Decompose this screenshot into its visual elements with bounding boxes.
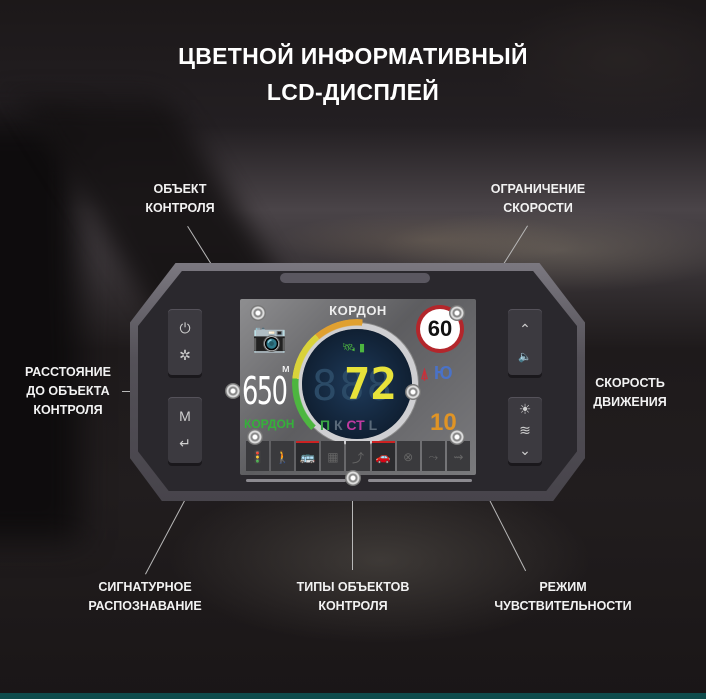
callout-text: ДО ОБЪЕКТА: [26, 384, 110, 398]
marker-signature: [247, 429, 263, 445]
distance-value: 650: [242, 369, 288, 413]
title-line-2: LCD-ДИСПЛЕЙ: [266, 79, 440, 105]
callout-text: ОБЪЕКТ: [153, 182, 207, 196]
callout-text: КОНТРОЛЯ: [145, 201, 215, 215]
mode-indicators: П К СТ L: [320, 417, 377, 433]
mode-l: L: [368, 417, 378, 433]
chevron-down-icon: ⌄: [519, 442, 531, 459]
chevron-up-icon: ⌃: [519, 321, 531, 337]
callout-signature: СИГНАТУРНОЕ РАСПОЗНАВАНИЕ: [80, 578, 210, 616]
bottom-bar-right: [368, 479, 472, 482]
callout-text: ДВИЖЕНИЯ: [593, 395, 667, 409]
callout-text: КОНТРОЛЯ: [318, 599, 388, 613]
enter-icon: ↵: [179, 435, 191, 451]
callout-sensitivity: РЕЖИМ ЧУВСТВИТЕЛЬНОСТИ: [488, 578, 638, 616]
distance-unit: м: [282, 363, 290, 375]
callout-text: РАСПОЗНАВАНИЕ: [88, 599, 202, 613]
speed-ghost-digits: 888: [312, 361, 394, 410]
radar-detector-device: ⏻ ✲ M ↵ ⌃ 🔈 ☀ ≋ ⌄ КОРДОН 📷 м 650 КОРДОН …: [130, 263, 585, 501]
callout-text: СКОРОСТИ: [503, 201, 573, 215]
power-icon: ⏻: [179, 319, 191, 336]
background-pillar: [0, 120, 80, 540]
turn-icon: ⤴: [346, 441, 370, 471]
bottom-accent-bar: [0, 693, 706, 699]
callout-object: ОБЪЕКТ КОНТРОЛЯ: [130, 180, 230, 218]
marker-speed: [405, 384, 421, 400]
car-icon: 🚗: [371, 441, 395, 471]
callout-text: ЧУВСТВИТЕЛЬНОСТИ: [494, 599, 632, 613]
speed-arc: [292, 319, 422, 449]
marker-speed-limit: [449, 305, 465, 321]
traffic-light-icon: 🚦: [246, 441, 270, 471]
page-title: ЦВЕТНОЙ ИНФОРМАТИВНЫЙ LCD-ДИСПЛЕЙ: [0, 38, 706, 110]
marker-types: [345, 470, 361, 486]
no-stop-icon: ⊗: [396, 441, 420, 471]
callout-text: СКОРОСТЬ: [595, 376, 665, 390]
overtake-icon: ⤳: [421, 441, 445, 471]
callout-text: РАССТОЯНИЕ: [25, 365, 111, 379]
gps-icon: 🛰 ▮: [342, 342, 366, 354]
roadside-icon: ⇝: [446, 441, 470, 471]
top-slot: [280, 273, 430, 283]
current-speed: 72: [344, 359, 397, 410]
power-settings-button[interactable]: ⏻ ✲: [168, 309, 202, 375]
compass: ⍋ Ю: [420, 363, 453, 384]
callout-text: СИГНАТУРНОЕ: [98, 580, 192, 594]
lcd-screen: КОРДОН 📷 м 650 КОРДОН 🛰 ▮ 888 72 П К СТ …: [240, 299, 476, 475]
menu-icon: M: [179, 408, 191, 424]
speaker-icon: 🔈: [518, 351, 532, 363]
callout-text: КОНТРОЛЯ: [33, 403, 103, 417]
radar-name: КОРДОН: [329, 303, 387, 318]
callout-text: ТИПЫ ОБЪЕКТОВ: [296, 580, 410, 594]
marker-distance: [225, 383, 241, 399]
lane-icon: ▦: [321, 441, 345, 471]
bottom-bar-left: [246, 479, 346, 482]
brightness-down-button[interactable]: ☀ ≋ ⌄: [508, 397, 542, 463]
bus-lane-icon: 🚌: [296, 441, 320, 471]
callout-text: РЕЖИМ: [539, 580, 587, 594]
compass-direction: Ю: [434, 363, 453, 383]
up-volume-button[interactable]: ⌃ 🔈: [508, 309, 542, 375]
callout-text: ОГРАНИЧЕНИЕ: [490, 182, 586, 196]
object-types-row: 🚦 🚶 🚌 ▦ ⤴ 🚗 ⊗ ⤳ ⇝: [246, 441, 470, 471]
callout-types: ТИПЫ ОБЪЕКТОВ КОНТРОЛЯ: [288, 578, 418, 616]
title-line-1: ЦВЕТНОЙ ИНФОРМАТИВНЫЙ: [178, 43, 528, 69]
pedestrian-icon: 🚶: [271, 441, 295, 471]
gear-icon: ✲: [179, 347, 191, 364]
marker-sensitivity: [449, 429, 465, 445]
compass-icon: ⍋: [420, 366, 430, 383]
camera-icon: 📷: [252, 322, 287, 353]
signature-name: КОРДОН: [244, 417, 295, 431]
callout-speed-limit: ОГРАНИЧЕНИЕ СКОРОСТИ: [478, 180, 598, 218]
mode-k: К: [333, 417, 343, 433]
marker-object: [250, 305, 266, 321]
wifi-icon: ≋: [519, 421, 531, 438]
menu-enter-button[interactable]: M ↵: [168, 397, 202, 463]
callout-speed: СКОРОСТЬ ДВИЖЕНИЯ: [590, 374, 670, 412]
mode-st: СТ: [346, 417, 365, 433]
callout-distance: РАССТОЯНИЕ ДО ОБЪЕКТА КОНТРОЛЯ: [14, 363, 122, 420]
mode-p: П: [320, 417, 331, 433]
brightness-icon: ☀: [518, 400, 532, 417]
